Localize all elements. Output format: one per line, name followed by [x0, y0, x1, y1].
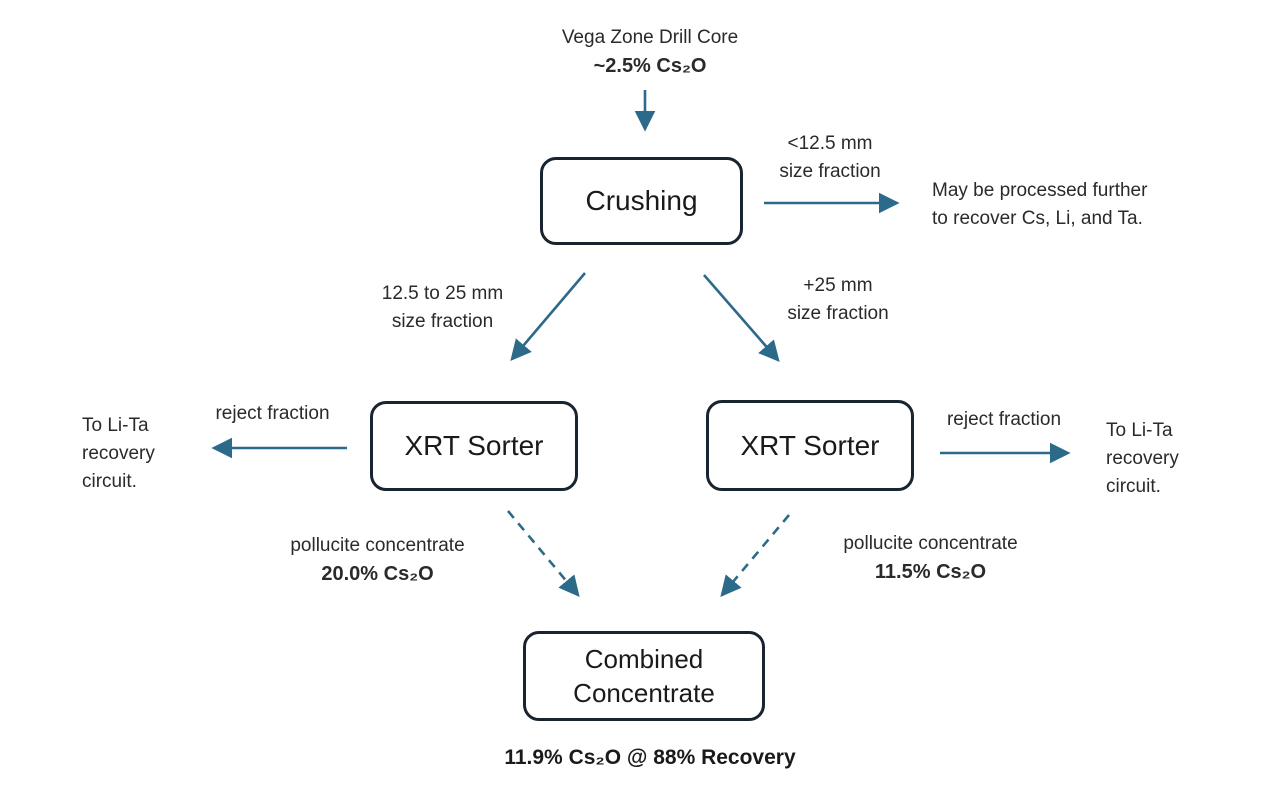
- edge-reject-left-text: reject fraction: [215, 403, 330, 424]
- edge-conc-left-line1: pollucite concentrate: [290, 535, 465, 556]
- node-xrt-sorter-right: XRT Sorter: [706, 400, 914, 491]
- edge-fines-line2: size fraction: [779, 161, 881, 182]
- node-crushing: Crushing: [540, 157, 743, 245]
- edge-coarse-line2: size fraction: [787, 303, 889, 324]
- arrow-crushing-to-xrt-left: [510, 272, 586, 361]
- node-combined-line1: Combined: [584, 644, 704, 674]
- source-title: Vega Zone Drill Core: [561, 27, 739, 48]
- result-summary-text: 11.9% Cs₂O @ 88% Recovery: [504, 746, 796, 769]
- node-combined-concentrate: Combined Concentrate: [523, 631, 765, 721]
- edge-conc-left-line2: 20.0% Cs₂O: [321, 563, 434, 585]
- node-xrt-left-label: XRT Sorter: [404, 430, 544, 461]
- edge-label-fines: <12.5 mm size fraction: [755, 130, 905, 186]
- edge-reject-right-text: reject fraction: [946, 409, 1062, 430]
- edge-label-coarse: +25 mm size fraction: [758, 272, 918, 328]
- edge-label-reject-left: reject fraction: [200, 400, 345, 428]
- note-reject-dest-left-text: To Li-Ta recovery circuit.: [82, 415, 155, 492]
- result-summary: 11.9% Cs₂O @ 88% Recovery: [430, 744, 870, 772]
- node-combined-line2: Concentrate: [573, 678, 715, 708]
- source-grade: ~2.5% Cs₂O: [593, 55, 707, 77]
- node-xrt-sorter-left: XRT Sorter: [370, 401, 578, 491]
- edge-conc-right-line2: 11.5% Cs₂O: [874, 561, 987, 583]
- edge-label-concentrate-right: pollucite concentrate 11.5% Cs₂O: [798, 530, 1063, 586]
- edge-mid-line2: size fraction: [391, 311, 494, 332]
- edge-fines-line1: <12.5 mm: [787, 133, 873, 154]
- node-crushing-label: Crushing: [585, 185, 698, 216]
- note-reject-dest-right: To Li-Ta recovery circuit.: [1106, 417, 1206, 501]
- edge-label-reject-right: reject fraction: [930, 406, 1078, 434]
- node-xrt-right-label: XRT Sorter: [740, 429, 880, 461]
- note-fines-line2: to recover Cs, Li, and Ta.: [932, 208, 1143, 229]
- edge-mid-line1: 12.5 to 25 mm: [381, 283, 504, 304]
- arrow-crushing-to-xrt-right: [703, 274, 780, 362]
- note-reject-dest-right-text: To Li-Ta recovery circuit.: [1106, 420, 1179, 497]
- source-node-label: Vega Zone Drill Core ~2.5% Cs₂O: [470, 24, 830, 80]
- arrow-xrt-right-to-combined: [720, 514, 790, 597]
- note-fines-processing: May be processed further to recover Cs, …: [932, 177, 1222, 233]
- edge-conc-right-line1: pollucite concentrate: [843, 533, 1018, 554]
- edge-coarse-line1: +25 mm: [803, 275, 873, 296]
- note-fines-line1: May be processed further: [932, 180, 1148, 201]
- arrow-xrt-left-to-combined: [507, 510, 580, 597]
- edge-label-mid: 12.5 to 25 mm size fraction: [355, 280, 530, 336]
- note-reject-dest-left: To Li-Ta recovery circuit.: [82, 412, 178, 496]
- edge-label-concentrate-left: pollucite concentrate 20.0% Cs₂O: [245, 532, 510, 588]
